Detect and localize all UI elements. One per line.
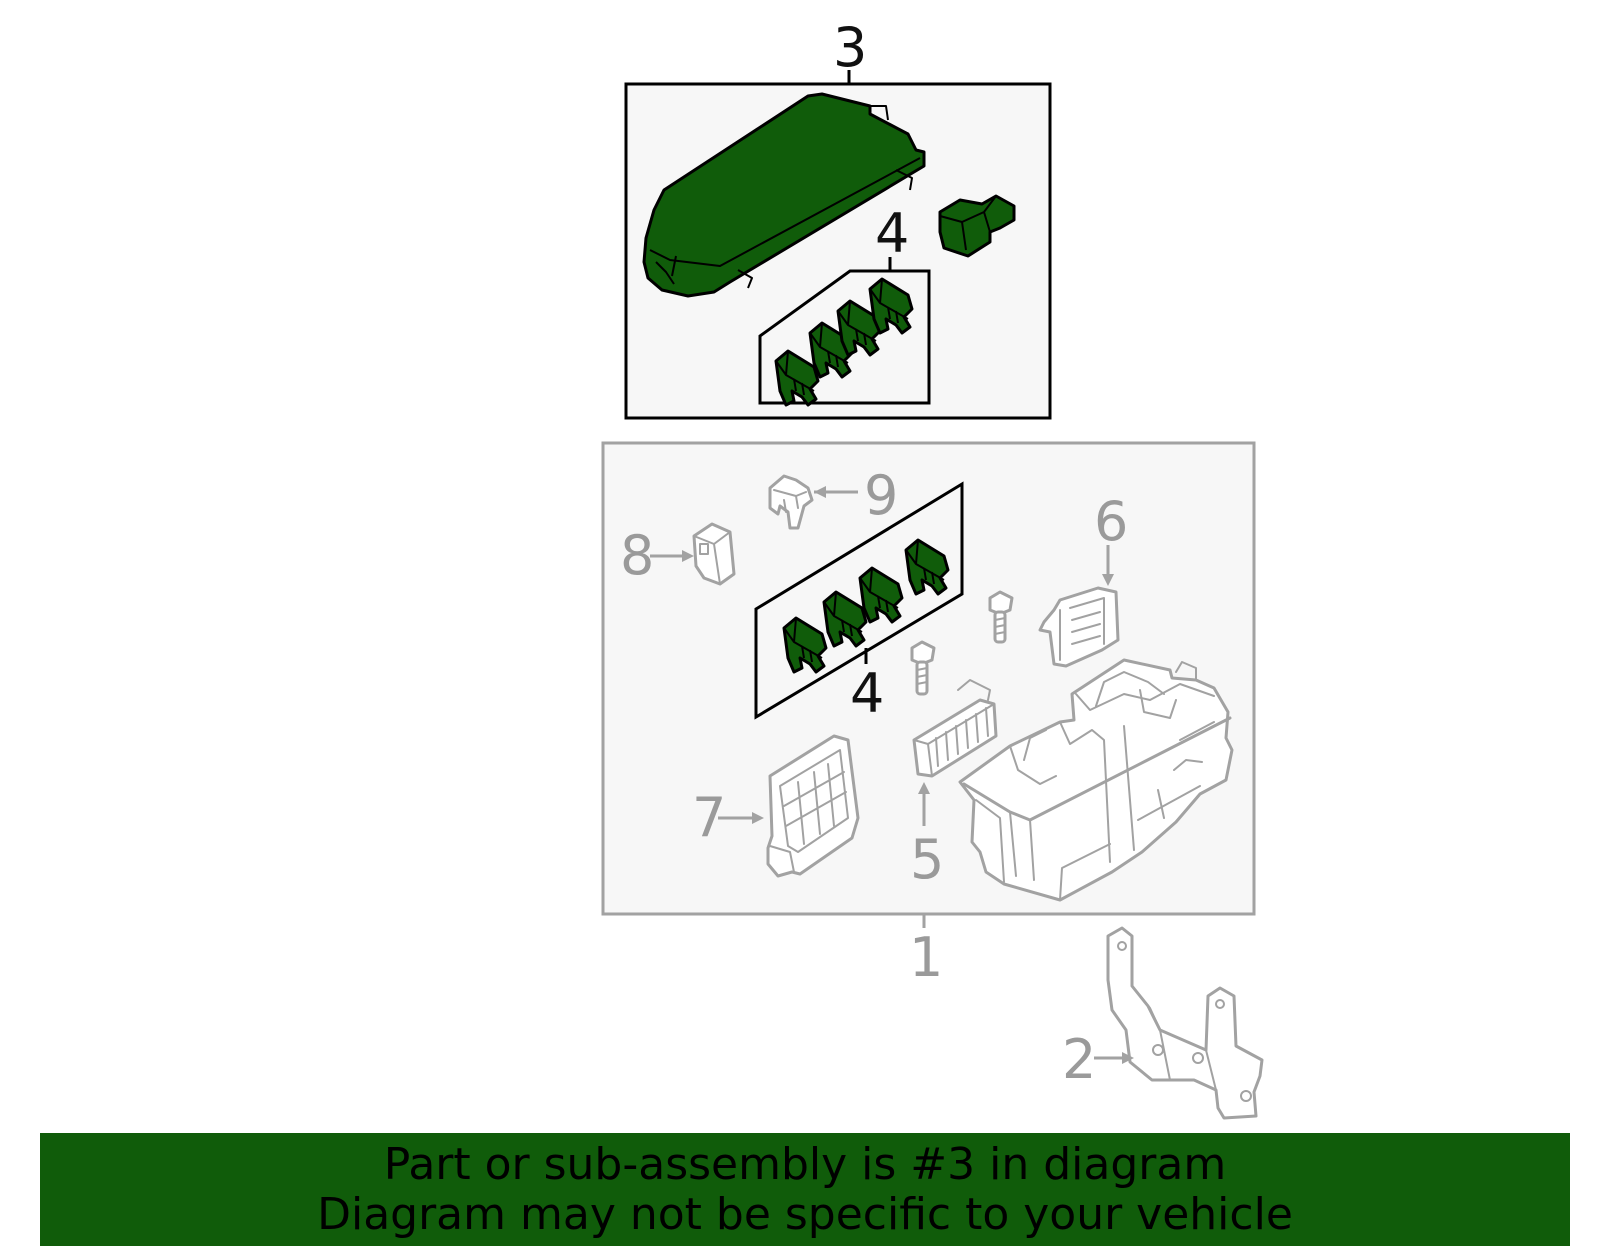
fuse-box-cover xyxy=(642,92,926,298)
callout-7: 7 xyxy=(692,786,726,849)
callout-4-top: 4 xyxy=(875,202,909,265)
fuse-group-top xyxy=(758,257,931,407)
banner-line-1: Part or sub-assembly is #3 in diagram xyxy=(383,1138,1227,1190)
assembly-1-panel xyxy=(601,441,1256,928)
callout-6: 6 xyxy=(1094,490,1128,553)
callout-8: 8 xyxy=(620,524,654,587)
bolt-b xyxy=(910,640,936,696)
callout-3: 3 xyxy=(833,16,867,79)
part-2-bracket xyxy=(1094,926,1264,1120)
callout-1: 1 xyxy=(909,926,943,989)
part-7-cover xyxy=(718,734,860,878)
callout-2: 2 xyxy=(1062,1028,1096,1091)
part-8-connector xyxy=(650,522,736,586)
bolt-a xyxy=(988,590,1014,644)
callout-4-bottom: 4 xyxy=(850,662,884,725)
part-6-bracket xyxy=(1038,545,1120,668)
relay-connector xyxy=(938,194,1016,258)
fuse-box-housing xyxy=(958,658,1234,902)
banner-line-2: Diagram may not be specific to your vehi… xyxy=(317,1188,1293,1240)
callout-9: 9 xyxy=(864,464,898,527)
part-5-fuse-strip xyxy=(912,679,998,826)
fuse-group-bottom xyxy=(754,481,964,720)
part-9-clip xyxy=(768,474,858,530)
disclaimer-banner: Part or sub-assembly is #3 in diagram Di… xyxy=(40,1133,1570,1246)
assembly-3-panel xyxy=(624,70,1052,420)
callout-5: 5 xyxy=(910,828,944,891)
